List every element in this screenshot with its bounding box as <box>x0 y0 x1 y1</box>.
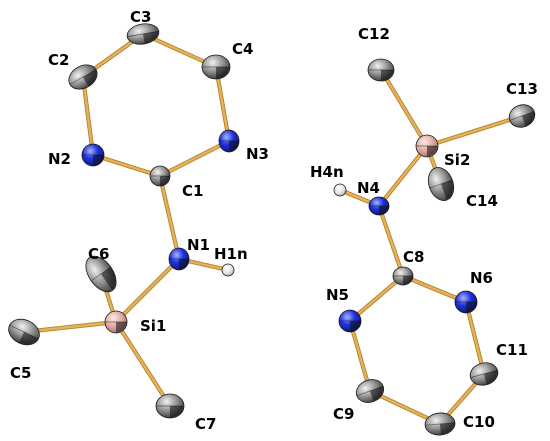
atom-c9 <box>355 379 385 403</box>
bond-N4-C8 <box>376 203 406 279</box>
bond-C8-N5 <box>347 273 406 324</box>
atom-n1 <box>168 247 190 271</box>
bond-N5-C9 <box>347 318 373 394</box>
atom-c2 <box>68 64 98 90</box>
atom-n3 <box>218 129 240 153</box>
atom-label-c12: C12 <box>358 25 390 43</box>
atom-c1 <box>149 165 171 187</box>
bond-C4-N3 <box>213 64 232 144</box>
bond-C13-Si2 <box>424 113 525 149</box>
atom-label-c1: C1 <box>182 182 203 200</box>
atom-label-n1: N1 <box>187 236 210 254</box>
atom-label-si1: Si1 <box>140 317 166 335</box>
atom-layer <box>8 23 536 436</box>
bond-N1-Si1 <box>113 256 182 325</box>
atom-n6 <box>454 290 478 314</box>
atom-c7 <box>155 393 185 419</box>
atom-label-c2: C2 <box>48 51 69 69</box>
atom-c14 <box>427 167 455 201</box>
bond-Si1-C7 <box>113 319 173 409</box>
atom-h4n <box>333 183 347 197</box>
atom-si2 <box>415 134 439 158</box>
atom-label-n5: N5 <box>326 286 349 304</box>
atom-label-n3: N3 <box>246 145 269 163</box>
atom-label-h4n: H4n <box>310 163 344 181</box>
atom-label-si2: Si2 <box>444 151 470 169</box>
atom-label-c5: C5 <box>10 364 31 382</box>
atom-label-c6: C6 <box>88 245 109 263</box>
atom-label-h1n: H1n <box>214 245 248 263</box>
atom-c11 <box>469 362 499 386</box>
atom-si1 <box>104 310 128 334</box>
atom-c6 <box>85 255 117 293</box>
atom-c13 <box>508 104 536 128</box>
atom-label-n4: N4 <box>357 179 380 197</box>
atom-c12 <box>367 58 395 82</box>
atom-label-c11: C11 <box>496 341 528 359</box>
bond-C1-N1 <box>157 173 182 262</box>
atom-label-n6: N6 <box>470 269 493 287</box>
atom-c8 <box>392 266 414 286</box>
atom-label-c8: C8 <box>403 248 424 266</box>
atom-c10 <box>424 412 456 436</box>
bond-Si1-C5 <box>21 319 119 335</box>
atom-label-c14: C14 <box>466 192 498 210</box>
bond-layer <box>21 31 525 427</box>
atom-c4 <box>201 54 231 80</box>
atom-label-c9: C9 <box>333 405 354 423</box>
atom-n2 <box>81 143 105 167</box>
atom-n4 <box>368 196 390 216</box>
bond-N3-C1 <box>157 138 232 179</box>
atom-label-c3: C3 <box>130 8 151 26</box>
atom-label-c10: C10 <box>463 413 495 431</box>
bond-N2-C1 <box>90 152 163 179</box>
atom-c3 <box>126 23 160 45</box>
atom-label-n2: N2 <box>48 150 71 168</box>
bond-C11-N6 <box>463 299 487 377</box>
atom-h1n <box>221 263 235 277</box>
atom-label-c7: C7 <box>195 415 216 433</box>
atom-label-c13: C13 <box>506 80 538 98</box>
bond-C2-N2 <box>80 74 96 158</box>
atom-c5 <box>8 318 40 346</box>
atom-label-c4: C4 <box>232 40 253 58</box>
atom-n5 <box>338 309 362 333</box>
bond-Si2-N4 <box>376 143 430 209</box>
bond-C12-Si2 <box>378 67 430 149</box>
